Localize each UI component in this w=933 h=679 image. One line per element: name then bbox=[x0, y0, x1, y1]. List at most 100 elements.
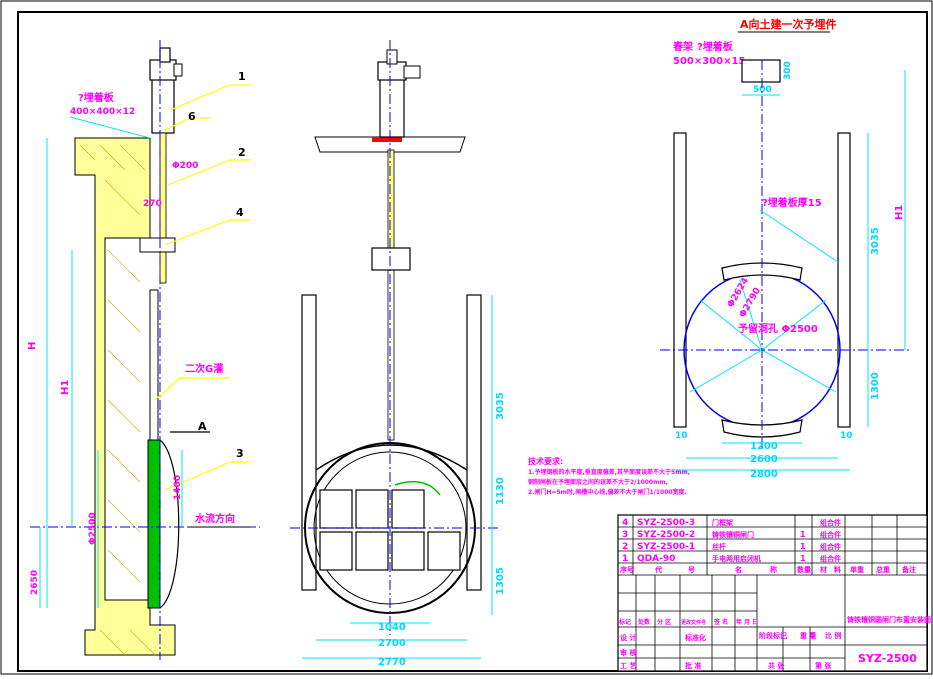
actuator-body bbox=[151, 77, 175, 134]
front-dim-3035: 3035 bbox=[495, 392, 506, 420]
leader-4 bbox=[164, 219, 250, 246]
tb-label-0: 标记 bbox=[618, 618, 631, 626]
view-a-hole-label: 予留洞孔 Φ2500 bbox=[738, 322, 818, 335]
view-a-plate-prefix: 春架 bbox=[673, 40, 693, 53]
tb-design: 设 计 bbox=[620, 633, 636, 642]
tb-standard: 标准化 bbox=[684, 633, 706, 642]
front-view: 3035 1130 1305 1040 2700 2770 bbox=[290, 40, 506, 668]
bom-row-1-no: 1 bbox=[622, 554, 628, 564]
callout-3: 3 bbox=[236, 447, 244, 460]
guide-bracket bbox=[139, 237, 176, 253]
view-a-plate bbox=[741, 59, 781, 83]
view-a-dim-10a: 10 bbox=[675, 431, 688, 441]
tb-label-2: 分 区 bbox=[657, 618, 671, 626]
gate-body bbox=[147, 439, 161, 609]
front-dim-1130: 1130 bbox=[495, 477, 506, 505]
bom-row-2-no: 2 bbox=[622, 542, 628, 552]
leader-2 bbox=[167, 159, 250, 186]
bom-h-code2: 号 bbox=[688, 565, 695, 574]
bom-row-3-mat: 组合件 bbox=[820, 530, 841, 539]
technical-notes: 技术要求: 1.予埋钢板的水平度,垂直度偏差,其平面度误差不大于5mm, 钢制闸… bbox=[528, 456, 690, 496]
actuator-handwheel bbox=[173, 63, 183, 77]
bom-h-total: 总重 bbox=[876, 565, 890, 574]
tb-label-5: 年 月 日 bbox=[736, 618, 758, 626]
tb-stage: 阶段标记 bbox=[759, 631, 787, 640]
rail-right bbox=[466, 294, 482, 591]
bom-h-code1: 代 bbox=[654, 565, 662, 574]
bom-row-3-qty: 1 bbox=[800, 530, 806, 539]
bom-row-1-qty: 1 bbox=[800, 554, 806, 563]
flow-label: 水流方向 bbox=[194, 512, 235, 525]
bom-row-4-mat: 组合件 bbox=[820, 518, 841, 527]
front-actuator-body bbox=[379, 77, 405, 138]
side-view: ?埋着板 400×400×12 H H1 Φ2500 2650 1400 Φ20… bbox=[27, 40, 260, 660]
bom-h-name1: 名 bbox=[735, 565, 742, 574]
tb-weight: 重 量 bbox=[800, 631, 816, 640]
notes-line1: 1.予埋钢板的水平度,垂直度偏差,其平面度误差不大于5mm, bbox=[528, 468, 690, 476]
view-a-dim-3035: 3035 bbox=[870, 227, 881, 255]
bom-row-1-mat: 组合件 bbox=[820, 554, 841, 563]
view-a-dim-10b: 10 bbox=[840, 431, 853, 441]
side-plate-leader bbox=[69, 116, 151, 139]
actuator-motor bbox=[159, 47, 171, 63]
view-a-rail-left bbox=[673, 132, 687, 428]
view-a-plate-label: ?埋着板 bbox=[697, 40, 734, 53]
tb-approve: 批 准 bbox=[685, 661, 701, 670]
bom-row-2-name: 丝杆 bbox=[712, 542, 726, 551]
rail-left bbox=[301, 294, 317, 591]
drawing-number: SYZ-2500 bbox=[858, 652, 917, 665]
bom-h-mat1: 材 bbox=[819, 565, 827, 574]
bom-row-2-qty: 1 bbox=[800, 542, 806, 551]
tb-label-1: 处数 bbox=[637, 618, 651, 626]
dim-2650: 2650 bbox=[30, 570, 40, 595]
side-plate-label: ?埋着板 bbox=[78, 91, 115, 104]
front-coupling bbox=[371, 247, 411, 271]
bom-h-unit: 单重 bbox=[850, 565, 864, 574]
gate-ribs bbox=[319, 489, 461, 571]
view-a: A向土建一次予埋件 春架 ?埋着板 500×300×15 500 300 H1 … bbox=[660, 17, 910, 480]
callout-4: 4 bbox=[236, 206, 244, 219]
front-dim-1305: 1305 bbox=[495, 567, 506, 595]
front-flange bbox=[372, 137, 402, 142]
front-actuator-wheel bbox=[403, 65, 421, 79]
bom-row-3-no: 3 bbox=[622, 530, 628, 540]
view-a-dim-500: 500 bbox=[753, 85, 772, 95]
bom-row-3-name: 铸铁镶铜闸门 bbox=[712, 530, 754, 539]
front-stem bbox=[387, 149, 395, 251]
bom-row-3-code: SYZ-2500-2 bbox=[637, 530, 695, 540]
front-dim-1040: 1040 bbox=[378, 622, 406, 633]
bom-row-4-name: 门框架 bbox=[712, 518, 733, 527]
front-actuator-motor bbox=[386, 49, 398, 65]
view-a-dim-2600: 2600 bbox=[750, 454, 778, 465]
actuator-gearbox bbox=[149, 59, 177, 81]
title-grid bbox=[618, 575, 927, 671]
bom-grid bbox=[618, 515, 927, 576]
callout-6: 6 bbox=[188, 110, 196, 123]
dim-270: 270 bbox=[143, 199, 162, 209]
leader-1 bbox=[169, 84, 250, 111]
front-stem-lower bbox=[387, 269, 395, 441]
concrete-hatch bbox=[79, 144, 156, 656]
dim-1400: 1400 bbox=[173, 475, 183, 500]
gate-outline bbox=[159, 439, 180, 609]
callout-2: 2 bbox=[238, 146, 246, 159]
view-a-title: A向土建一次予埋件 bbox=[740, 17, 837, 31]
front-top-frame bbox=[315, 444, 468, 471]
concrete-upper-block bbox=[74, 137, 176, 656]
leader-grout bbox=[154, 377, 230, 401]
tb-label-4: 签 名 bbox=[713, 618, 728, 626]
tb-process: 工 艺 bbox=[620, 661, 636, 670]
tb-scale: 比 例 bbox=[825, 631, 841, 640]
bom-h-qty: 数量 bbox=[797, 565, 811, 574]
front-dim-2770: 2770 bbox=[378, 657, 406, 668]
view-a-plate-15: ?埋着板厚15 bbox=[762, 196, 822, 209]
green-arc bbox=[394, 480, 441, 496]
tb-sheet: 第 张 bbox=[815, 661, 832, 670]
tb-review: 审 核 bbox=[620, 648, 636, 657]
view-a-plate-15-leader bbox=[759, 209, 839, 263]
view-a-dim-2800: 2800 bbox=[750, 469, 778, 480]
bom-row-2-mat: 组合件 bbox=[820, 542, 841, 551]
callout-1: 1 bbox=[238, 70, 246, 83]
view-a-dim-h1: H1 bbox=[894, 205, 905, 220]
dim-h1: H1 bbox=[60, 380, 71, 395]
